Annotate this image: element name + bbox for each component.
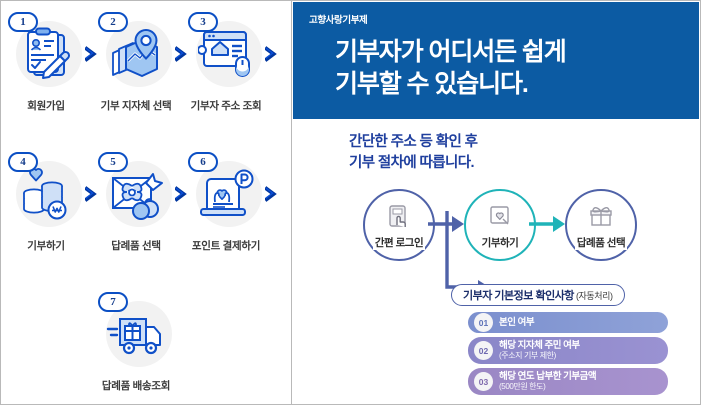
check-item-03[interactable]: 03 해당 연도 납부한 기부금액 (500만원 한도) xyxy=(468,368,668,395)
step-4-label: 기부하기 xyxy=(27,240,65,252)
flow-arrow-2-icon xyxy=(529,216,565,232)
step-7-label: 답례품 배송조회 xyxy=(101,380,171,392)
step-6-label: 포인트 결제하기 xyxy=(191,240,261,252)
step-6-number: 6 xyxy=(188,152,218,172)
section-subtitle: 간단한 주소 등 확인 후 기부 절차에 따릅니다. xyxy=(349,134,478,171)
step-3-number: 3 xyxy=(188,12,218,32)
step-4-art: 4 xyxy=(7,152,85,235)
flow-node-donate-label: 기부하기 xyxy=(479,235,521,250)
check-item-02-main: 해당 지자체 주민 여부 xyxy=(499,340,580,352)
step-5-art: 5 xyxy=(97,152,175,235)
verification-check-list: 01 본인 여부 02 해당 지자체 주민 여부 (주소지 기부 제한) 03 … xyxy=(468,312,668,399)
steps-row-2: 4 xyxy=(7,152,277,253)
chevron-5-6-icon xyxy=(175,153,187,235)
laptop-hands-heart-point-icon xyxy=(200,169,254,216)
step-6[interactable]: 6 포인트 결제하기 xyxy=(187,152,265,253)
step-7-art: 7 xyxy=(97,292,175,375)
step-7[interactable]: 7 답례품 xyxy=(97,292,175,393)
step-1[interactable]: 1 회원가 xyxy=(7,12,85,113)
three-step-flow: 간편 로그인 기부하기 답례품 선택 xyxy=(292,187,700,269)
check-item-02-number: 02 xyxy=(474,341,493,360)
chevron-3-4-icon xyxy=(265,13,277,95)
step-2-number: 2 xyxy=(98,12,128,32)
step-1-label: 회원가입 xyxy=(27,100,65,112)
chevron-6-7-icon xyxy=(265,153,277,235)
flow-node-gift[interactable]: 답례품 선택 xyxy=(565,189,637,261)
check-item-01-main: 본인 여부 xyxy=(499,316,535,328)
check-item-03-main: 해당 연도 납부한 기부금액 xyxy=(499,371,597,383)
step-1-art: 1 xyxy=(7,12,85,95)
check-item-01[interactable]: 01 본인 여부 xyxy=(468,312,668,333)
flow-node-login[interactable]: 간편 로그인 xyxy=(363,189,435,261)
banner-title: 기부자가 어디서든 쉽게 기부할 수 있습니다. xyxy=(335,38,567,98)
banner-kicker: 고향사랑기부제 xyxy=(309,15,368,26)
donor-basic-info-pill: 기부자 기본정보 확인사항 (자동처리) xyxy=(451,284,625,306)
chevron-2-3-icon xyxy=(175,13,187,95)
promo-banner xyxy=(293,2,699,119)
left-panel-process-steps: 1 회원가 xyxy=(0,0,292,405)
check-item-03-number: 03 xyxy=(474,372,493,391)
step-6-art: 6 xyxy=(187,152,265,235)
clipboard-person-pencil-icon xyxy=(27,27,71,79)
delivery-truck-gift-icon xyxy=(106,318,161,355)
step-2[interactable]: 2 기부 지자체 선택 xyxy=(97,12,175,113)
chevron-1-2-icon xyxy=(85,13,97,95)
flow-node-donate[interactable]: 기부하기 xyxy=(464,189,536,261)
check-item-02[interactable]: 02 해당 지자체 주민 여부 (주소지 기부 제한) xyxy=(468,337,668,364)
chevron-4-5-icon xyxy=(85,153,97,235)
step-7-number: 7 xyxy=(98,292,128,312)
check-item-02-text: 해당 지자체 주민 여부 (주소지 기부 제한) xyxy=(499,340,580,361)
check-item-01-text: 본인 여부 xyxy=(499,316,535,328)
map-pin-icon xyxy=(112,28,158,77)
coins-won-heart-icon xyxy=(23,168,67,220)
heart-document-icon xyxy=(490,206,509,225)
flow-node-login-label: 간편 로그인 xyxy=(372,235,426,250)
right-panel-promo: 고향사랑기부제 기부자가 어디서든 쉽게 기부할 수 있습니다. 간단한 주소 … xyxy=(292,0,701,405)
step-5[interactable]: 5 답례품 선택 xyxy=(97,152,175,253)
step-2-label: 기부 지자체 선택 xyxy=(100,100,172,112)
check-item-03-text: 해당 연도 납부한 기부금액 (500만원 한도) xyxy=(499,371,597,392)
donor-basic-info-main: 기부자 기본정보 확인사항 xyxy=(463,290,574,302)
donor-basic-info-sub: (자동처리) xyxy=(575,290,613,301)
browser-home-mouse-icon xyxy=(198,31,250,77)
steps-row-1: 1 회원가 xyxy=(7,12,277,113)
steps-row-3: 7 답례품 xyxy=(97,292,175,393)
flow-node-gift-label: 답례품 선택 xyxy=(574,235,628,250)
flow-arrow-1-icon xyxy=(428,216,464,232)
step-3-art: 3 xyxy=(187,12,265,95)
check-item-01-number: 01 xyxy=(474,313,493,332)
step-5-label: 답례품 선택 xyxy=(111,240,161,252)
step-4-number: 4 xyxy=(8,152,38,172)
check-item-03-sub: (500만원 한도) xyxy=(499,382,546,392)
login-hand-tap-icon xyxy=(389,205,406,227)
step-5-number: 5 xyxy=(98,152,128,172)
gift-box-apple-icon xyxy=(112,173,163,220)
gift-icon xyxy=(590,207,612,226)
check-item-02-sub: (주소지 기부 제한) xyxy=(499,351,556,361)
step-3-label: 기부자 주소 조회 xyxy=(190,100,262,112)
step-2-art: 2 xyxy=(97,12,175,95)
step-3[interactable]: 3 xyxy=(187,12,265,113)
step-4[interactable]: 4 xyxy=(7,152,85,253)
step-1-number: 1 xyxy=(8,12,38,32)
